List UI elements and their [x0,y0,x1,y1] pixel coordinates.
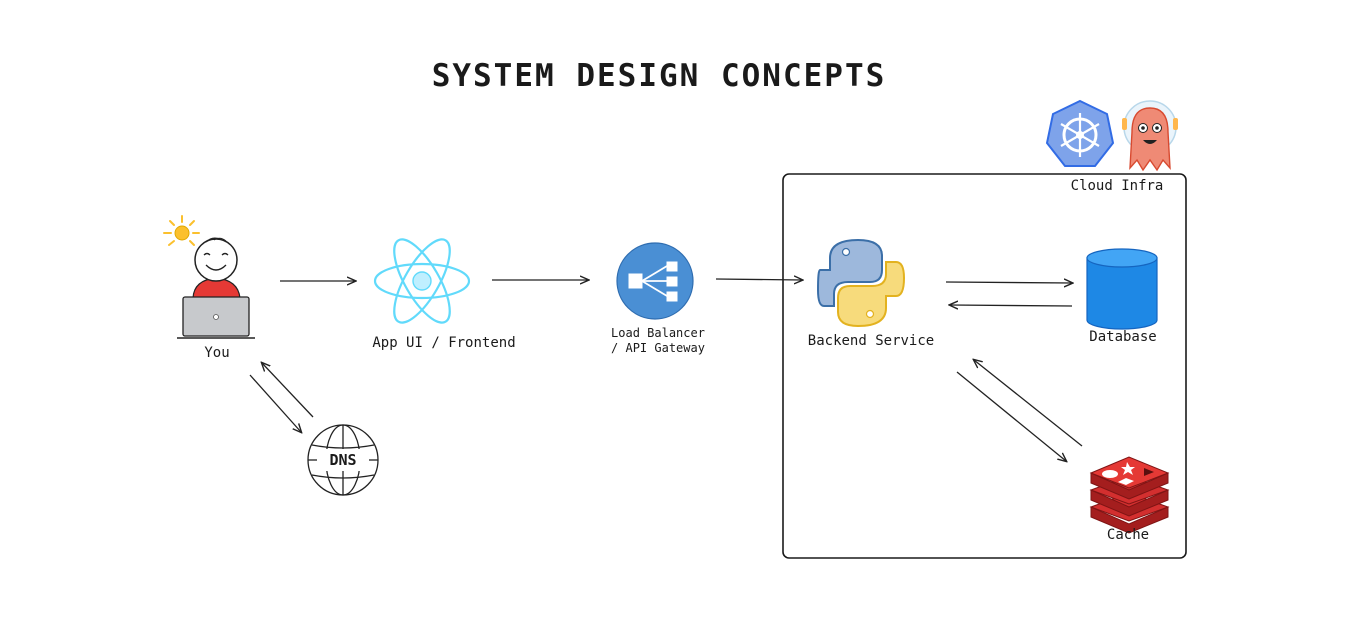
arrow-loadbalancer-to-backend [715,279,802,280]
python-logo-icon [816,238,906,328]
cloud-infra-label: Cloud Infra [1070,178,1164,194]
frontend-label: App UI / Frontend [372,335,516,351]
database-label: Database [1089,329,1157,345]
argo-octopus-icon [1122,100,1178,172]
database-cylinder-icon [1086,248,1158,330]
arrow-cache-to-backend [974,360,1083,447]
kubernetes-logo-icon [1045,99,1115,167]
backend-label: Backend Service [807,333,935,349]
arrow-database-to-backend [950,305,1073,306]
arrow-backend-to-database [945,282,1072,283]
cloud-infra-boundary [782,173,1187,559]
redis-logo-icon [1089,456,1170,534]
arrow-you-to-dns [249,374,301,432]
cache-label: Cache [1106,527,1150,543]
load-balancer-label-line1: Load Balancer [611,326,705,340]
arrow-backend-to-cache [956,371,1066,461]
dns-label: DNS [329,451,357,469]
diagram-title: SYSTEM DESIGN CONCEPTS [431,58,887,94]
sun-icon [163,215,200,246]
arrows [249,279,1083,461]
you-label: You [204,345,230,361]
load-balancer-label-line2: / API Gateway [611,341,705,355]
arrow-dns-to-you [262,363,314,418]
load-balancer-icon [616,242,694,320]
react-atom-icon [373,238,471,324]
person-with-laptop-icon [177,237,255,339]
